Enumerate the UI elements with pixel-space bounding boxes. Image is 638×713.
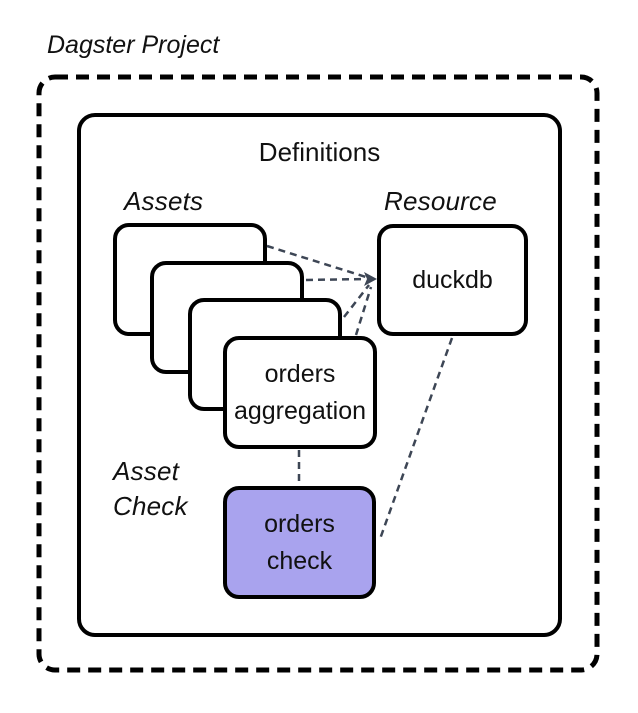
project-title: Dagster Project [47,31,220,59]
orders-aggregation-line2: aggregation [233,396,367,425]
asset-check-label-line1: Asset [113,456,180,486]
asset-check-label-line2: Check [113,491,188,521]
asset-node-orders-aggregation: orders aggregation [223,336,377,449]
orders-check-line1: orders [264,509,335,538]
resource-group-label: Resource [384,186,497,216]
duckdb-label: duckdb [412,265,493,294]
definitions-label: Definitions [258,137,381,167]
asset-check-group-label: Asset Check [113,454,188,524]
asset-check-node-orders-check: orders check [223,486,376,599]
orders-aggregation-line1: orders [264,359,336,388]
definitions-box [77,113,562,637]
assets-group-label: Assets [124,186,204,216]
resource-node-duckdb: duckdb [377,224,528,336]
orders-check-line2: check [266,546,333,575]
